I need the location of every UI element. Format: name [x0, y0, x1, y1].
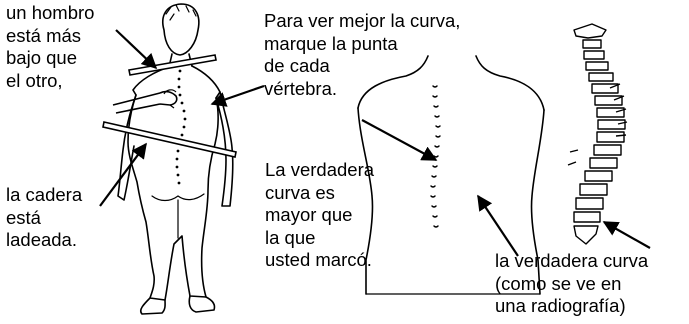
figure-right-foot — [188, 295, 216, 313]
back-shoulders-outline — [357, 55, 545, 111]
label-xray-curve: la verdadera curva (como se ve en una ra… — [495, 250, 649, 316]
measuring-sticks — [102, 54, 237, 158]
figure-buttocks — [151, 193, 205, 202]
figure-left-foot — [139, 297, 166, 315]
back-sides-outline — [357, 107, 545, 295]
figure-torso-outline — [127, 65, 221, 301]
figure-hair — [165, 4, 197, 21]
label-hip-tilted: la cadera está ladeada. — [6, 184, 83, 250]
figure-left-arm — [117, 94, 137, 201]
label-true-curve-greater: La verdadera curva es mayor que la que u… — [265, 159, 375, 270]
label-shoulder-lower: un hombro está más bajo que el otro, — [6, 2, 95, 91]
xray-skull-base — [573, 23, 607, 39]
examiner-hand — [112, 89, 178, 114]
arrow-marked-curve — [361, 119, 438, 161]
spine-marks-back — [430, 85, 441, 228]
figure-right-arm — [215, 91, 234, 207]
label-mark-vertebrae: Para ver mejor la curva, marque la punta… — [264, 10, 461, 99]
arrow-true-curve — [477, 194, 519, 257]
xray-spine-drawing — [567, 23, 628, 245]
back-view-drawing — [357, 55, 545, 295]
spine-marks-figure — [175, 61, 187, 185]
shoulder-stick — [128, 54, 217, 76]
arrow-xray — [602, 221, 651, 249]
arrow-hip — [99, 142, 147, 207]
xray-ribs — [567, 83, 628, 166]
arrow-shoulder — [115, 29, 158, 70]
pointer-arrows — [99, 29, 651, 257]
arrow-vertebra — [210, 84, 265, 107]
hip-stick — [102, 121, 237, 158]
xray-sacrum — [573, 225, 599, 245]
